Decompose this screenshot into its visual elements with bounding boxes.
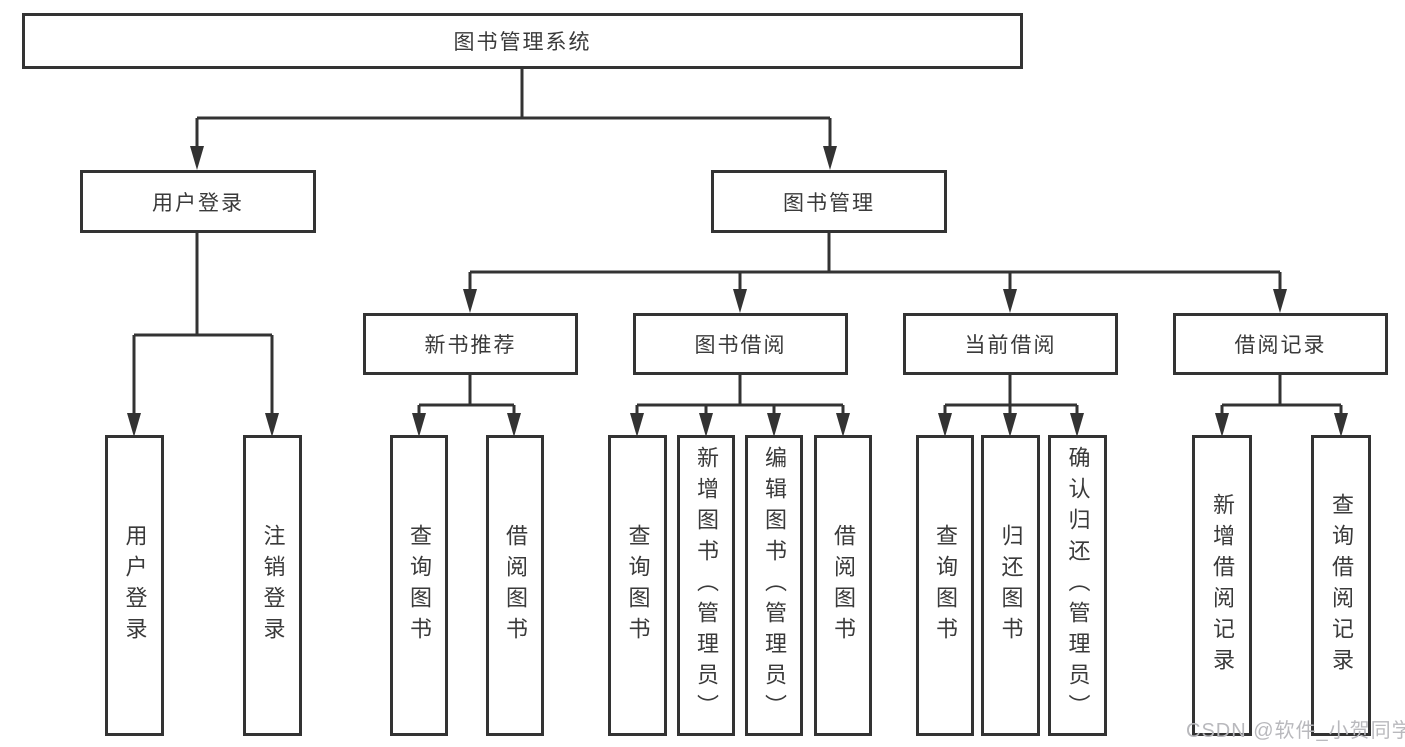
leaf-borrow-books-1: 借阅图书 — [486, 435, 544, 736]
leaf-return-books: 归还图书 — [981, 435, 1040, 736]
node-borrowing-records: 借阅记录 — [1173, 313, 1388, 375]
arrow-icon — [1334, 413, 1348, 437]
arrow-icon — [190, 146, 204, 170]
leaf-logout: 注销登录 — [243, 435, 302, 736]
arrow-icon — [1273, 289, 1287, 313]
leaf-query-books-2: 查询图书 — [608, 435, 667, 736]
arrow-icon — [1003, 289, 1017, 313]
node-user-login: 用户登录 — [80, 170, 316, 233]
leaf-add-borrow-record: 新增借阅记录 — [1192, 435, 1252, 736]
arrow-icon — [823, 146, 837, 170]
connector-root-to-level2 — [195, 69, 832, 150]
connector-userlogin-to-leaves — [132, 233, 274, 418]
arrow-icon — [507, 413, 521, 437]
arrow-icon — [127, 413, 141, 437]
leaf-add-books-admin: 新增图书（管理员） — [677, 435, 735, 736]
connector-borrowing-to-leaves — [635, 375, 845, 418]
arrow-icon — [836, 413, 850, 437]
arrow-icon — [1003, 413, 1017, 437]
node-book-borrowing: 图书借阅 — [633, 313, 848, 375]
connector-newbook-to-leaves — [417, 375, 516, 418]
node-book-management: 图书管理 — [711, 170, 947, 233]
arrow-icon — [699, 413, 713, 437]
leaf-query-books-1: 查询图书 — [390, 435, 448, 736]
arrow-icon — [630, 413, 644, 437]
leaf-user-login: 用户登录 — [105, 435, 164, 736]
arrow-icon — [767, 413, 781, 437]
node-library-system: 图书管理系统 — [22, 13, 1023, 69]
node-current-borrowing: 当前借阅 — [903, 313, 1118, 375]
arrow-icon — [265, 413, 279, 437]
arrow-icon — [1070, 413, 1084, 437]
leaf-query-borrow-record: 查询借阅记录 — [1311, 435, 1371, 736]
leaf-edit-books-admin: 编辑图书（管理员） — [745, 435, 803, 736]
arrow-icon — [733, 289, 747, 313]
arrow-icon — [412, 413, 426, 437]
arrowheads — [127, 146, 1348, 437]
connector-bookmgmt-to-level3 — [468, 233, 1282, 294]
arrow-icon — [938, 413, 952, 437]
csdn-watermark: CSDN @软件_小贺同学 — [1186, 720, 1405, 742]
connector-records-to-leaves — [1220, 375, 1343, 418]
arrow-icon — [1215, 413, 1229, 437]
node-new-book-recommend: 新书推荐 — [363, 313, 578, 375]
leaf-borrow-books-2: 借阅图书 — [814, 435, 872, 736]
leaf-confirm-return-admin: 确认归还（管理员） — [1048, 435, 1107, 736]
leaf-query-books-3: 查询图书 — [916, 435, 974, 736]
arrow-icon — [463, 289, 477, 313]
connector-current-to-leaves — [943, 375, 1079, 418]
